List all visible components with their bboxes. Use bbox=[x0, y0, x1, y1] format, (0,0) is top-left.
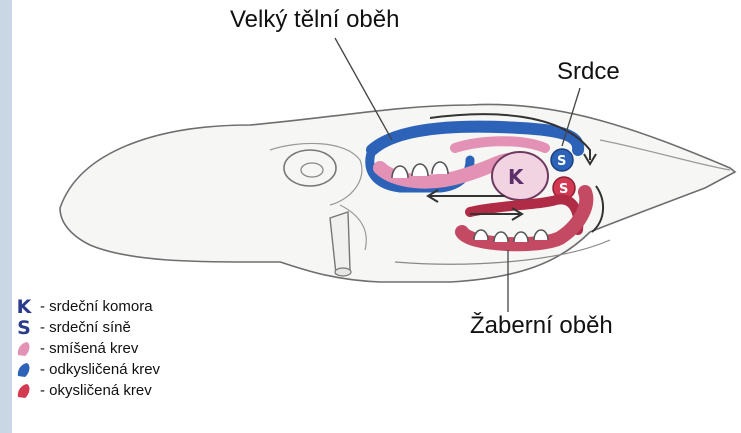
atrium-letter-icon: S bbox=[14, 318, 34, 338]
ventricle-letter-icon: K bbox=[14, 297, 34, 317]
oxygenated-blood-swatch-icon bbox=[14, 381, 34, 401]
legend-label: - srdeční síně bbox=[40, 319, 131, 336]
legend: K - srdeční komora S - srdeční síně - sm… bbox=[14, 296, 274, 401]
legend-item-deoxygenated: - odkysličená krev bbox=[14, 359, 274, 380]
siphon-opening bbox=[335, 268, 351, 276]
label-heart: Srdce bbox=[557, 58, 620, 86]
atrium-bottom-letter: S bbox=[559, 182, 568, 197]
legend-item-oxygenated: - okysličená krev bbox=[14, 380, 274, 401]
label-systemic-circulation: Velký tělní oběh bbox=[230, 6, 399, 34]
deoxygenated-blood-swatch-icon bbox=[14, 360, 34, 380]
legend-label: - odkysličená krev bbox=[40, 361, 160, 378]
legend-label: - srdeční komora bbox=[40, 298, 153, 315]
atrium-top-letter: S bbox=[557, 154, 566, 169]
legend-label: - okysličená krev bbox=[40, 382, 152, 399]
legend-item-ventricle: K - srdeční komora bbox=[14, 296, 274, 317]
legend-label: - smíšená krev bbox=[40, 340, 138, 357]
legend-item-mixed: - smíšená krev bbox=[14, 338, 274, 359]
ventricle-letter: K bbox=[508, 165, 525, 189]
legend-item-atrium: S - srdeční síně bbox=[14, 317, 274, 338]
mixed-blood-swatch-icon bbox=[14, 339, 34, 359]
label-gill-circulation: Žaberní oběh bbox=[470, 312, 613, 340]
